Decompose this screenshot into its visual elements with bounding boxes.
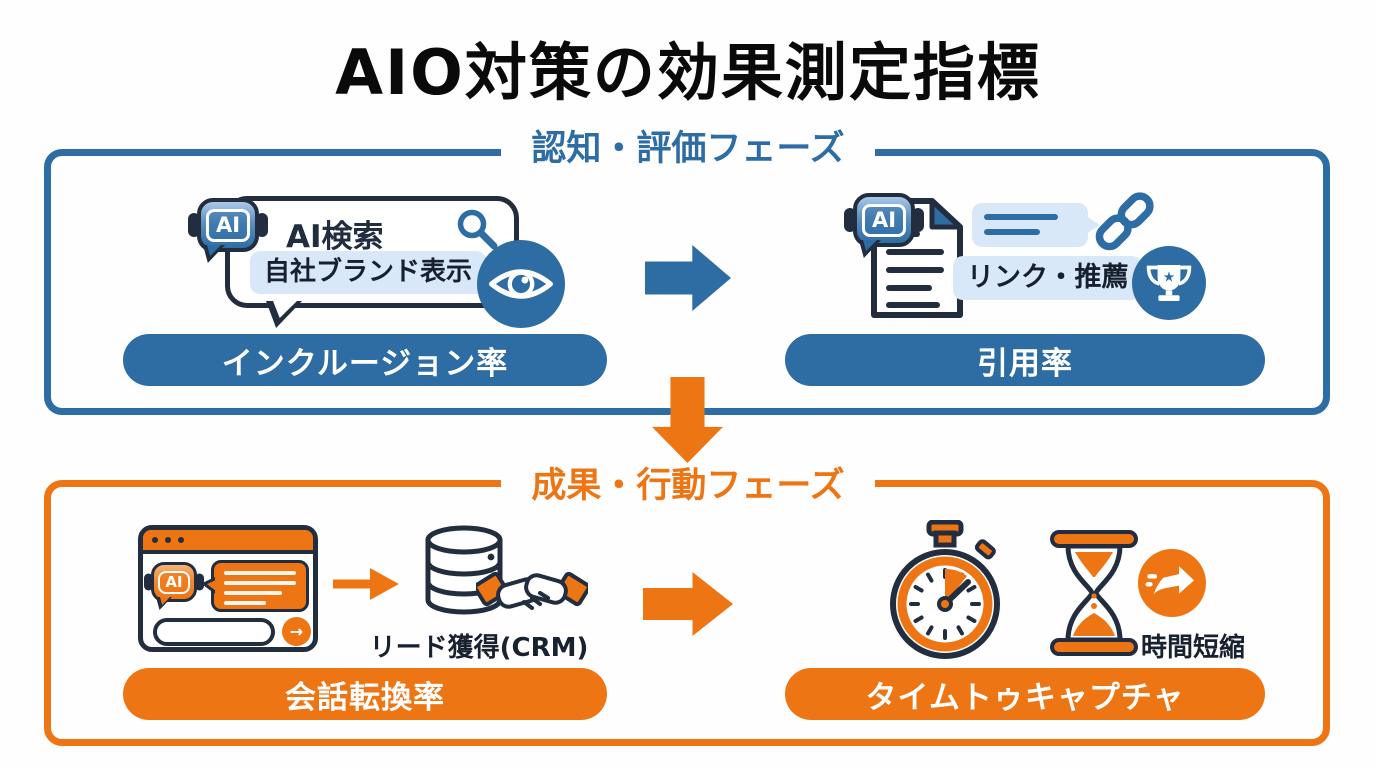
handshake-icon: [476, 571, 588, 610]
hourglass-icon: [1050, 530, 1138, 656]
link-recommend-chip: リンク・推薦: [953, 256, 1143, 300]
ai-search-query-text: AI検索: [286, 219, 384, 255]
star-glyph: ★: [1163, 269, 1175, 285]
bubble-tail-decoration: [207, 580, 216, 591]
send-arrow-icon: →: [289, 621, 304, 641]
citation-rate-text: 引用率: [977, 345, 1073, 382]
inclusion-rate-pill: インクルージョン率: [123, 334, 607, 386]
send-button[interactable]: →: [282, 617, 311, 646]
chat-message-bubble: [201, 560, 309, 612]
trophy-icon: ★: [1146, 265, 1192, 301]
ai-badge-label: AI: [158, 570, 190, 594]
ai-chat-window: AI →: [138, 525, 318, 652]
badge-tail-decoration: [160, 597, 170, 605]
inclusion-rate-text: インクルージョン率: [221, 345, 509, 382]
phase2-label: 成果・行動フェーズ: [0, 464, 1376, 508]
ai-assistant-badge: AI: [844, 193, 924, 258]
text-line-decoration: [224, 591, 282, 595]
window-dot-icon: [165, 537, 171, 543]
text-line-decoration: [224, 601, 266, 605]
phase1-label: 認知・評価フェーズ: [0, 127, 1376, 171]
headphone-ear-icon: [844, 208, 856, 232]
link-chain-icon: [1095, 192, 1154, 251]
headphone-ear-icon: [144, 573, 153, 591]
ai-badge-label: AI: [205, 208, 251, 242]
ai-assistant-badge-orange: AI: [144, 562, 204, 610]
trophy-circle: ★: [1132, 246, 1206, 320]
text-line-decoration: [984, 214, 1058, 220]
fast-arrow-icon: [1145, 566, 1195, 595]
eye-icon: [489, 269, 553, 299]
stopwatch-icon: [890, 520, 1000, 659]
text-line-decoration: [984, 229, 1040, 235]
citation-rate-pill: 引用率: [785, 334, 1265, 386]
headphone-ear-icon: [256, 213, 268, 237]
window-dot-icon: [152, 537, 158, 543]
ai-badge-label: AI: [861, 203, 907, 237]
badge-tail-decoration: [863, 240, 877, 251]
time-to-capture-pill: タイムトゥキャプチャ: [785, 668, 1265, 720]
ai-answer-snippet-bubble: [972, 203, 1100, 247]
speed-circle: [1138, 549, 1206, 617]
headphone-ear-icon: [195, 573, 204, 591]
text-line-decoration: [224, 571, 296, 575]
headphone-ear-icon: [188, 213, 200, 237]
ai-assistant-badge: AI: [188, 198, 268, 263]
visibility-eye-circle: [477, 240, 565, 328]
browser-titlebar: [143, 530, 313, 554]
time-reduction-caption: 時間短縮: [1140, 633, 1245, 663]
search-icon: [457, 209, 498, 250]
time-to-capture-text: タイムトゥキャプチャ: [865, 679, 1185, 716]
phase2-label-text: 成果・行動フェーズ: [501, 464, 875, 508]
badge-tail-decoration: [207, 245, 221, 256]
conversation-conversion-text: 会話転換率: [285, 679, 445, 716]
conversation-conversion-pill: 会話転換率: [123, 668, 607, 720]
brand-display-chip: 自社ブランド表示: [250, 251, 487, 294]
ai-search-bubble: AI検索 自社ブランド表示: [225, 196, 519, 328]
chat-input-field[interactable]: [153, 618, 275, 646]
text-line-decoration: [224, 581, 296, 585]
page-title: AIO対策の効果測定指標: [335, 36, 1041, 109]
window-dot-icon: [178, 537, 184, 543]
headphone-ear-icon: [912, 208, 924, 232]
lead-acquisition-caption: リード獲得(CRM): [369, 633, 589, 663]
phase1-label-text: 認知・評価フェーズ: [501, 127, 875, 171]
